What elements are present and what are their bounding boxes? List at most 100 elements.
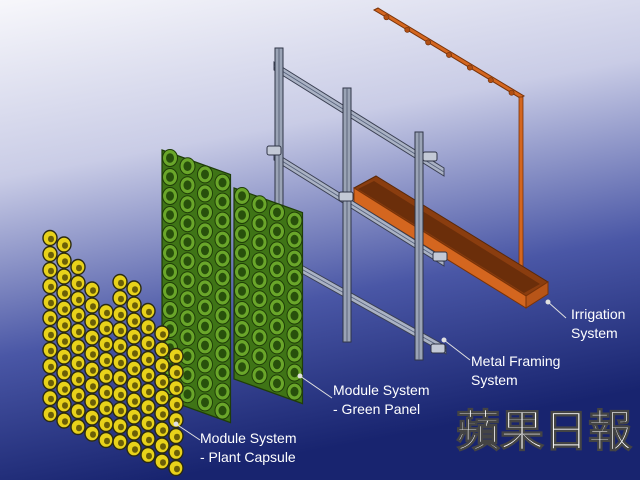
panel-cell-hole bbox=[183, 237, 192, 247]
panel-cell-hole bbox=[255, 237, 264, 247]
capsule-opening bbox=[90, 383, 96, 390]
capsule-opening bbox=[174, 433, 180, 441]
panel-cell-hole bbox=[290, 253, 299, 264]
capsule-opening bbox=[132, 334, 138, 341]
capsule-opening bbox=[118, 423, 124, 431]
panel-cell-hole bbox=[201, 264, 209, 275]
panel-cell-hole bbox=[218, 253, 227, 264]
capsule-opening bbox=[118, 311, 124, 319]
capsule-opening bbox=[90, 415, 96, 422]
capsule-opening bbox=[118, 407, 124, 415]
capsule-opening bbox=[62, 322, 68, 329]
capsule-opening bbox=[76, 360, 82, 368]
panel-cell-hole bbox=[255, 351, 264, 362]
panel-cell-hole bbox=[183, 161, 192, 171]
panel-cell-hole bbox=[201, 340, 209, 351]
capsule-opening bbox=[48, 283, 54, 291]
panel-cell-hole bbox=[255, 370, 264, 381]
capsule-opening bbox=[48, 395, 54, 403]
frame-bracket bbox=[430, 343, 446, 354]
panel-cell-hole bbox=[290, 386, 299, 397]
panel-cell-hole bbox=[183, 370, 192, 381]
capsule-opening bbox=[90, 351, 96, 358]
capsule-opening bbox=[76, 328, 82, 336]
panel-cell-hole bbox=[201, 378, 209, 389]
capsule-opening bbox=[76, 264, 82, 272]
capsule-opening bbox=[90, 399, 96, 406]
panel-cell-hole bbox=[290, 234, 299, 245]
label-irrigation-line1: Irrigation bbox=[571, 306, 625, 322]
capsule-opening bbox=[146, 372, 152, 380]
capsule-opening bbox=[76, 280, 82, 288]
panel-cell-hole bbox=[273, 207, 281, 218]
capsule-opening bbox=[76, 312, 82, 320]
capsule-group-right bbox=[112, 273, 184, 477]
panel-cell-hole bbox=[201, 188, 209, 199]
panel-cell-hole bbox=[183, 218, 192, 228]
capsule-opening bbox=[76, 296, 82, 304]
irrigation-system bbox=[353, 7, 549, 309]
panel-cell-hole bbox=[273, 340, 281, 351]
capsule-opening bbox=[90, 335, 96, 342]
capsule-opening bbox=[118, 327, 124, 335]
panel-cell-hole bbox=[290, 272, 299, 283]
capsule-opening bbox=[104, 437, 110, 445]
capsule-opening bbox=[132, 430, 138, 437]
capsule-opening bbox=[174, 449, 180, 457]
panel-cell-hole bbox=[290, 367, 299, 378]
panel-cell-hole bbox=[255, 332, 264, 343]
capsule-opening bbox=[62, 370, 68, 377]
capsule-opening bbox=[160, 331, 166, 338]
label-framing-line2: System bbox=[471, 372, 518, 388]
panel-cell-hole bbox=[238, 229, 246, 239]
panel-cell-hole bbox=[238, 362, 246, 372]
panel-cell-hole bbox=[218, 234, 227, 245]
metal-framing-system bbox=[266, 47, 448, 361]
panel-cell-hole bbox=[166, 210, 174, 220]
sprinkler-head bbox=[425, 39, 432, 46]
capsule-opening bbox=[146, 388, 152, 396]
green-panel-module bbox=[161, 149, 304, 424]
capsule-opening bbox=[48, 299, 54, 307]
capsule-opening bbox=[174, 385, 180, 393]
panel-cell-hole bbox=[238, 267, 246, 277]
panel-cell-hole bbox=[183, 313, 192, 324]
capsule-opening bbox=[118, 343, 124, 351]
green-panel-right bbox=[233, 187, 304, 405]
leader-dot-irrigation bbox=[545, 299, 551, 305]
panel-cell-hole bbox=[273, 321, 281, 332]
capsule-opening bbox=[90, 367, 96, 374]
capsule-opening bbox=[160, 347, 166, 354]
capsule-opening bbox=[132, 398, 138, 405]
capsule-group-left bbox=[42, 229, 114, 449]
capsule-opening bbox=[132, 302, 138, 309]
sprinkler-head bbox=[466, 64, 473, 71]
capsule-opening bbox=[104, 405, 110, 413]
leader-framing bbox=[443, 339, 471, 361]
capsule-opening bbox=[132, 318, 138, 325]
panel-cell-hole bbox=[183, 389, 192, 400]
panel-cell-hole bbox=[201, 397, 209, 408]
capsule-opening bbox=[160, 363, 166, 370]
panel-cell-hole bbox=[218, 310, 227, 321]
capsule-opening bbox=[146, 452, 152, 460]
leader-green-panel bbox=[299, 375, 333, 399]
capsule-opening bbox=[90, 431, 96, 438]
panel-cell-hole bbox=[201, 321, 209, 332]
capsule-opening bbox=[132, 382, 138, 389]
panel-cell-hole bbox=[201, 207, 209, 218]
panel-cell-hole bbox=[290, 329, 299, 340]
capsule-opening bbox=[132, 286, 138, 293]
label-green-panel-line1: Module System bbox=[333, 382, 429, 398]
capsule-opening bbox=[132, 446, 138, 453]
panel-cell-hole bbox=[255, 256, 264, 267]
leader-dot-framing bbox=[441, 337, 447, 343]
capsule-opening bbox=[48, 363, 54, 371]
sprinkler-head bbox=[487, 77, 494, 84]
capsule-opening bbox=[48, 347, 54, 355]
capsule-opening bbox=[146, 308, 152, 316]
frame-bracket bbox=[422, 151, 438, 162]
panel-cell-hole bbox=[218, 386, 227, 397]
capsule-opening bbox=[146, 436, 152, 444]
